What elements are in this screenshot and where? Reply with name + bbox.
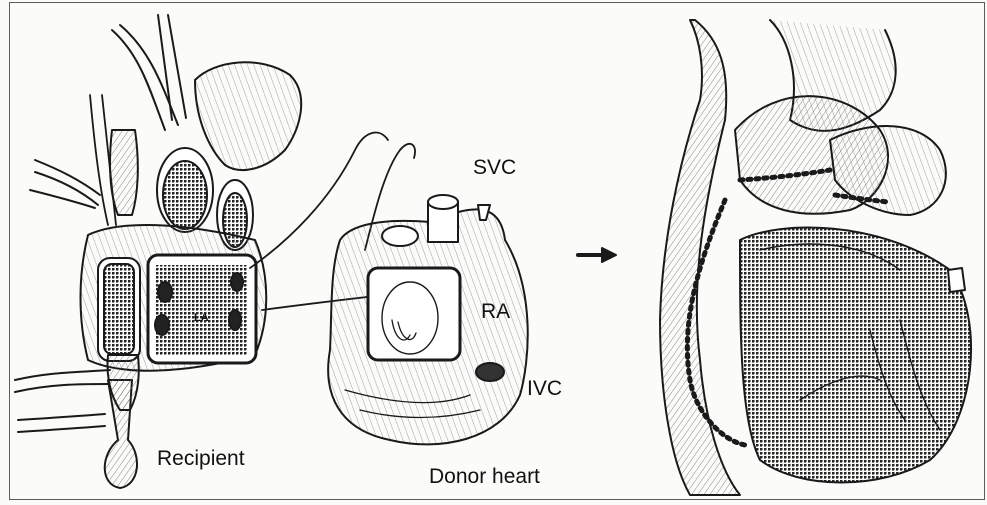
recipient-label: Recipient: [157, 448, 245, 469]
svc-label: SVC: [473, 157, 516, 178]
transplanted-heart-drawing: [660, 20, 971, 495]
recipient-heart-drawing: [15, 15, 301, 488]
right-arrow-icon: [578, 248, 616, 262]
ivc-label: IVC: [527, 378, 562, 399]
ra-label: RA: [481, 301, 510, 322]
la-label: LA: [194, 313, 209, 324]
donor-heart-label: Donor heart: [429, 466, 540, 487]
